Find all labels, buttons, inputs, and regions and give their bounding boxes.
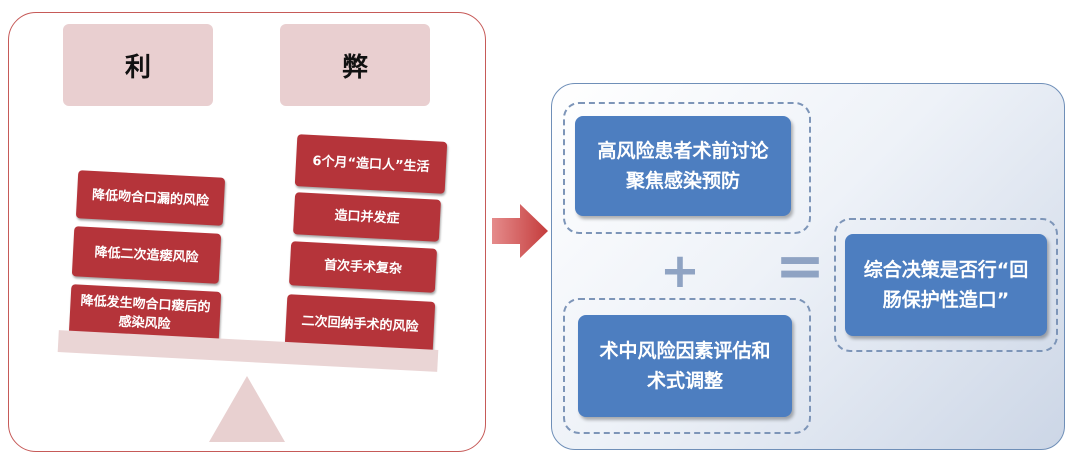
cons-header: 弊	[280, 24, 430, 106]
cons-item-2: 造口并发症	[293, 192, 441, 242]
step-2-frame	[563, 298, 811, 434]
step-1-box: 高风险患者术前讨论聚焦感染预防	[575, 116, 791, 216]
equals-sign: =	[774, 231, 826, 301]
step-2-box: 术中风险因素评估和术式调整	[578, 315, 792, 417]
step-1-frame	[563, 102, 811, 234]
pros-item-2: 降低二次造瘘风险	[71, 226, 222, 284]
arrow-right-icon	[492, 204, 548, 258]
plus-sign: +	[659, 243, 701, 299]
fulcrum-triangle	[209, 376, 285, 442]
cons-item-1: 6个月“造口人”生活	[294, 134, 448, 194]
result-frame	[834, 218, 1058, 352]
cons-item-3: 首次手术复杂	[288, 241, 438, 293]
result-box: 综合决策是否行“回肠保护性造口”	[845, 234, 1047, 336]
pros-header: 利	[63, 24, 213, 106]
pros-item-1: 降低吻合口漏的风险	[75, 170, 226, 226]
